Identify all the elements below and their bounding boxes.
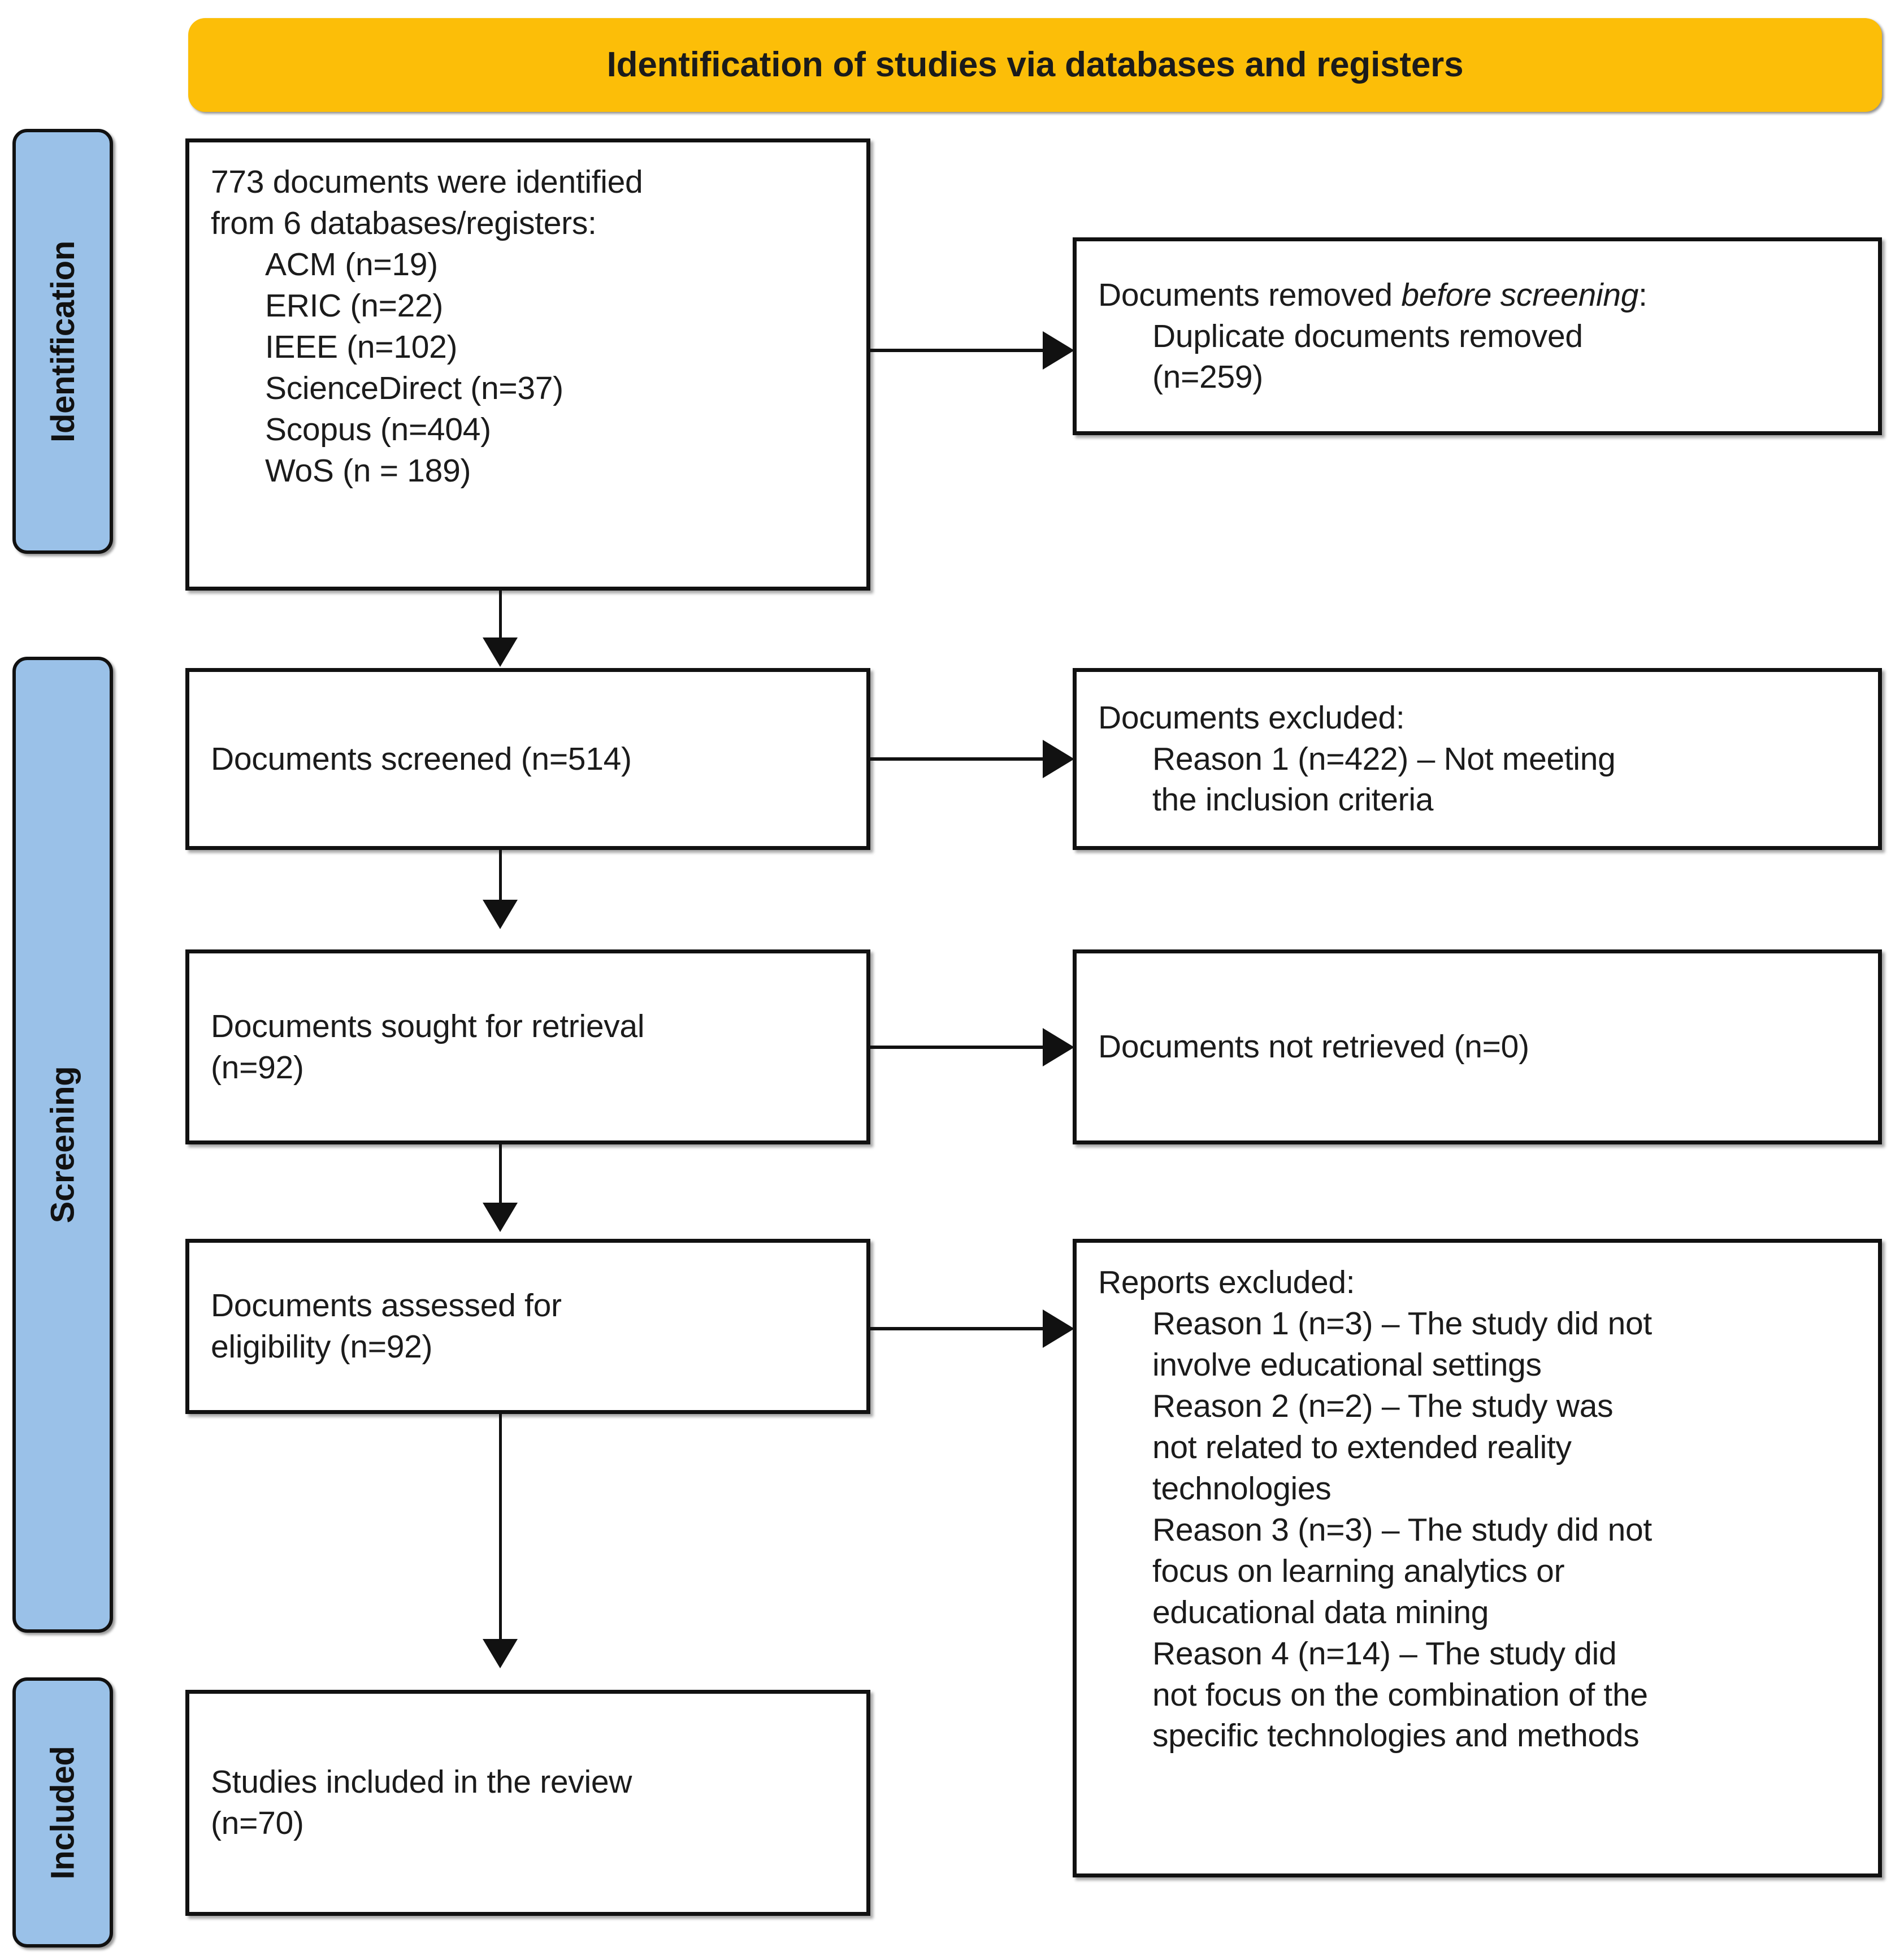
arrowhead-down-icon bbox=[483, 1203, 518, 1232]
reports-reason-2-line-1: Reason 2 (n=2) – The study was bbox=[1152, 1387, 1614, 1424]
assessed-line-1: Documents assessed for bbox=[211, 1287, 562, 1324]
stage-rail-identification: Identification bbox=[12, 129, 113, 554]
removed-heading-emphasis: before screening bbox=[1401, 276, 1639, 313]
identified-source-eric: ERIC (n=22) bbox=[265, 287, 444, 324]
stage-rail-included: Included bbox=[12, 1677, 113, 1948]
identified-source-wos: WoS (n = 189) bbox=[265, 452, 471, 489]
box-records-identified: 773 documents were identified from 6 dat… bbox=[185, 138, 870, 591]
box-studies-included: Studies included in the review (n=70) bbox=[185, 1690, 870, 1916]
connector-line bbox=[499, 1144, 502, 1204]
reports-reason-2-line-3: technologies bbox=[1152, 1470, 1332, 1507]
reports-reason-4-line-3: specific technologies and methods bbox=[1152, 1718, 1640, 1754]
excluded-line-2: Reason 1 (n=422) – Not meeting bbox=[1152, 740, 1616, 777]
box-reports-excluded: Reports excluded: Reason 1 (n=3) – The s… bbox=[1073, 1239, 1882, 1877]
notretrieved-line-1: Documents not retrieved (n=0) bbox=[1098, 1029, 1529, 1065]
diagram-banner: Identification of studies via databases … bbox=[188, 18, 1882, 112]
removed-heading-pre: Documents removed bbox=[1098, 276, 1402, 313]
connector-line bbox=[870, 1327, 1046, 1330]
identified-line-1: 773 documents were identified bbox=[211, 164, 643, 200]
included-line-2: (n=70) bbox=[211, 1805, 304, 1841]
assessed-line-2: eligibility (n=92) bbox=[211, 1329, 433, 1365]
arrowhead-right-icon bbox=[1043, 740, 1074, 778]
screened-line-1: Documents screened (n=514) bbox=[211, 740, 632, 777]
box-documents-screened: Documents screened (n=514) bbox=[185, 668, 870, 850]
stage-rail-included-label: Included bbox=[44, 1745, 81, 1880]
connector-line bbox=[870, 757, 1046, 761]
removed-line-3: (n=259) bbox=[1152, 359, 1263, 396]
stage-rail-screening-label: Screening bbox=[44, 1066, 81, 1224]
box-documents-excluded: Documents excluded: Reason 1 (n=422) – N… bbox=[1073, 668, 1882, 850]
removed-heading-post: : bbox=[1638, 276, 1647, 313]
box-documents-removed: Documents removed before screening: Dupl… bbox=[1073, 237, 1882, 435]
removed-line-2: Duplicate documents removed bbox=[1152, 318, 1583, 354]
arrowhead-down-icon bbox=[483, 1639, 518, 1668]
stage-rail-screening: Screening bbox=[12, 657, 113, 1633]
excluded-heading: Documents excluded: bbox=[1098, 699, 1405, 736]
connector-line bbox=[870, 1046, 1046, 1049]
identified-source-sciencedirect: ScienceDirect (n=37) bbox=[265, 370, 563, 406]
excluded-line-3: the inclusion criteria bbox=[1152, 782, 1434, 818]
removed-heading: Documents removed before screening: bbox=[1098, 275, 1857, 316]
arrowhead-right-icon bbox=[1043, 1309, 1074, 1348]
connector-line bbox=[499, 591, 502, 639]
reports-reason-3-line-2: focus on learning analytics or bbox=[1152, 1552, 1565, 1589]
box-documents-not-retrieved: Documents not retrieved (n=0) bbox=[1073, 949, 1882, 1144]
connector-line bbox=[499, 850, 502, 901]
identified-source-scopus: Scopus (n=404) bbox=[265, 411, 491, 448]
reports-reason-4-line-2: not focus on the combination of the bbox=[1152, 1676, 1648, 1713]
connector-line bbox=[499, 1414, 502, 1640]
reports-reason-4-line-1: Reason 4 (n=14) – The study did bbox=[1152, 1635, 1617, 1672]
arrowhead-right-icon bbox=[1043, 331, 1074, 370]
arrowhead-down-icon bbox=[483, 637, 518, 667]
sought-line-1: Documents sought for retrieval bbox=[211, 1008, 645, 1044]
box-documents-assessed-for-eligibility: Documents assessed for eligibility (n=92… bbox=[185, 1239, 870, 1414]
reports-reason-2-line-2: not related to extended reality bbox=[1152, 1429, 1572, 1465]
identified-source-acm: ACM (n=19) bbox=[265, 246, 438, 283]
included-line-1: Studies included in the review bbox=[211, 1764, 632, 1801]
reports-reason-1-line-2: involve educational settings bbox=[1152, 1346, 1542, 1383]
banner-title: Identification of studies via databases … bbox=[606, 45, 1464, 84]
reports-reason-3-line-3: educational data mining bbox=[1152, 1594, 1489, 1630]
reports-heading: Reports excluded: bbox=[1098, 1264, 1355, 1300]
identified-source-ieee: IEEE (n=102) bbox=[265, 328, 458, 365]
connector-line bbox=[870, 349, 1046, 352]
reports-reason-3-line-1: Reason 3 (n=3) – The study did not bbox=[1152, 1511, 1652, 1548]
arrowhead-right-icon bbox=[1043, 1028, 1074, 1066]
identified-line-2: from 6 databases/registers: bbox=[211, 205, 597, 241]
reports-reason-1-line-1: Reason 1 (n=3) – The study did not bbox=[1152, 1305, 1652, 1342]
stage-rail-identification-label: Identification bbox=[44, 240, 81, 443]
arrowhead-down-icon bbox=[483, 900, 518, 929]
sought-line-2: (n=92) bbox=[211, 1049, 304, 1086]
box-documents-sought-for-retrieval: Documents sought for retrieval (n=92) bbox=[185, 949, 870, 1144]
